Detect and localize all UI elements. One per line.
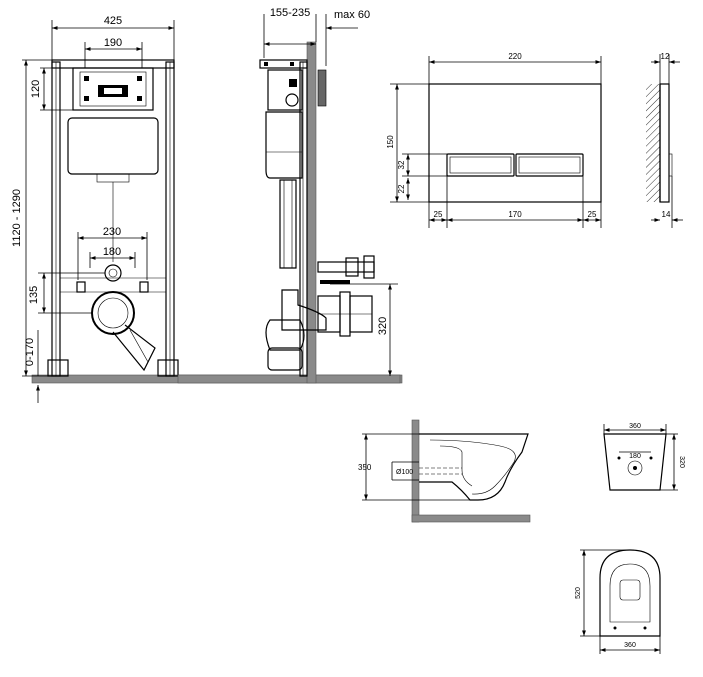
dim-margin-left: 25 bbox=[434, 210, 443, 219]
dim-plate-width: 220 bbox=[508, 52, 522, 61]
dim-bottom-offset: 135 bbox=[28, 286, 40, 304]
dim-button-width: 170 bbox=[508, 210, 522, 219]
wall-section bbox=[306, 41, 317, 384]
bowl-top-outline bbox=[599, 549, 661, 637]
flush-button-left bbox=[446, 153, 515, 177]
cistern-side bbox=[265, 111, 303, 179]
bowl-side-outline bbox=[419, 433, 529, 501]
dim-top-length: 520 bbox=[575, 587, 582, 599]
dim-frame-depth: 155-235 bbox=[270, 7, 310, 19]
water-inlet bbox=[104, 264, 122, 282]
frame-side-view: 155-235 max 60 320 bbox=[177, 7, 401, 384]
frame-foot-left bbox=[47, 359, 69, 377]
dim-frame-height: 1120 - 1290 bbox=[11, 189, 23, 247]
dim-back-bolts: 180 bbox=[629, 453, 641, 460]
flush-plate bbox=[428, 83, 602, 203]
dim-bolt-inner: 180 bbox=[103, 246, 121, 258]
dim-frame-width: 425 bbox=[104, 15, 122, 27]
plate-wall-hatch bbox=[646, 84, 660, 202]
dim-max-wall: max 60 bbox=[334, 9, 370, 21]
frame-top-beam bbox=[51, 59, 175, 69]
dim-top-offset: 120 bbox=[30, 80, 42, 98]
flush-opening bbox=[72, 67, 154, 111]
dim-plate-height: 150 bbox=[386, 135, 395, 149]
dim-drain-height: 320 bbox=[377, 317, 389, 335]
dim-top-width: 360 bbox=[624, 642, 636, 649]
flush-plate-front: 220 150 32 22 25 170 25 bbox=[386, 52, 602, 228]
frame-foot-right bbox=[157, 359, 179, 377]
floor-side bbox=[177, 374, 401, 384]
flush-button-right bbox=[515, 153, 584, 177]
bowl-back-view: 360 180 320 bbox=[603, 423, 685, 491]
dim-button-height: 32 bbox=[397, 160, 406, 169]
bowl-back-outline bbox=[603, 433, 667, 491]
dim-foot-range: 0-170 bbox=[24, 338, 36, 366]
dim-back-height: 320 bbox=[678, 456, 685, 468]
frame-front-view: 425 190 1120 - 1290 120 230 180 135 0 bbox=[11, 15, 403, 403]
dim-opening-width: 190 bbox=[104, 37, 122, 49]
dim-bolt-outer: 230 bbox=[103, 226, 121, 238]
cistern bbox=[67, 117, 159, 175]
dim-bowl-height: 350 bbox=[358, 463, 372, 472]
bowl-side-view: 350 Ø100 bbox=[358, 419, 531, 523]
dim-plate-depth: 14 bbox=[662, 210, 671, 219]
dim-plate-thickness: 12 bbox=[661, 52, 670, 61]
dim-outlet-diameter: Ø100 bbox=[396, 469, 413, 476]
dim-bottom-margin: 22 bbox=[397, 184, 406, 193]
bowl-top-view: 520 360 bbox=[575, 549, 661, 654]
dim-back-width: 360 bbox=[629, 423, 641, 430]
flush-plate-side: 12 14 bbox=[646, 52, 683, 228]
dim-margin-right: 25 bbox=[588, 210, 597, 219]
